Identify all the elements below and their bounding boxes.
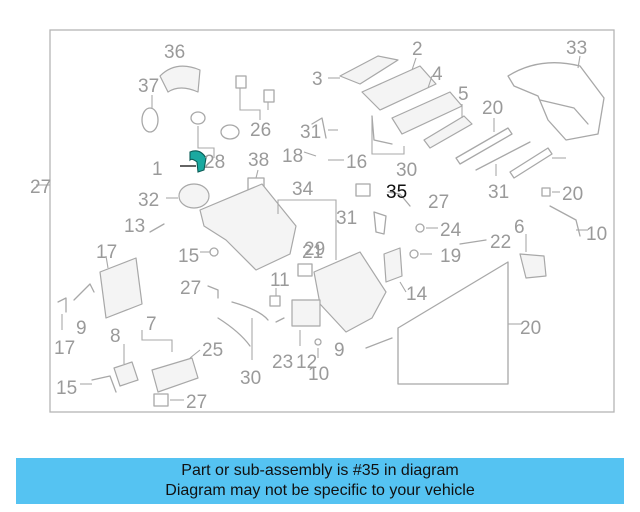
callout-label-10: 10 bbox=[308, 364, 329, 385]
callout-label-5: 5 bbox=[458, 84, 469, 105]
part-31-drawing bbox=[311, 117, 327, 139]
part-27c-drawing bbox=[153, 393, 169, 407]
part-17-drawing bbox=[269, 295, 281, 307]
callout-label-19: 19 bbox=[440, 246, 461, 267]
part-8-drawing bbox=[57, 297, 67, 313]
callout-label-26: 26 bbox=[250, 120, 271, 141]
part-2-drawing bbox=[361, 65, 437, 111]
callout-label-23: 23 bbox=[272, 352, 293, 373]
callout-label-15: 15 bbox=[178, 246, 199, 267]
callout-label-14: 14 bbox=[406, 284, 428, 305]
callout-label-28: 28 bbox=[204, 152, 225, 173]
callout-label-24: 24 bbox=[440, 220, 462, 241]
part-9b-drawing bbox=[291, 299, 321, 327]
callout-label-32: 32 bbox=[138, 190, 159, 211]
part-34-drawing bbox=[178, 183, 210, 209]
part-28b-drawing bbox=[220, 124, 240, 140]
callout-label-36: 36 bbox=[164, 42, 185, 63]
callout-label-10: 10 bbox=[586, 224, 607, 245]
banner-line-2: Diagram may not be specific to your vehi… bbox=[165, 482, 475, 499]
callout-label-17: 17 bbox=[54, 338, 75, 359]
part-27a-drawing bbox=[297, 263, 313, 277]
part-35-highlighted-drawing bbox=[189, 150, 207, 173]
callout-label-27: 27 bbox=[428, 192, 449, 213]
part-3-drawing bbox=[339, 55, 399, 85]
part-27-group-drawing bbox=[397, 261, 509, 385]
callout-label-12: 12 bbox=[296, 352, 317, 373]
callout-label-3: 3 bbox=[312, 69, 323, 90]
part-9a-drawing bbox=[383, 247, 403, 283]
part-20b-drawing bbox=[387, 191, 411, 207]
part-27b-drawing bbox=[355, 183, 371, 197]
part-33-drawing bbox=[507, 62, 605, 141]
part-28a-drawing bbox=[190, 111, 206, 125]
part-23-drawing bbox=[151, 357, 199, 393]
banner-line-1: Part or sub-assembly is #35 in diagram bbox=[181, 462, 459, 479]
callout-label-4: 4 bbox=[432, 64, 443, 85]
callout-label-33: 33 bbox=[566, 38, 587, 59]
part-12-drawing bbox=[217, 317, 251, 347]
callout-label-8: 8 bbox=[110, 326, 121, 347]
callout-label-2: 2 bbox=[412, 39, 423, 60]
callout-label-18: 18 bbox=[282, 146, 303, 167]
callout-label-7: 7 bbox=[146, 314, 157, 335]
part-36-drawing bbox=[159, 65, 201, 93]
callout-label-1: 1 bbox=[152, 159, 163, 180]
callout-label-29: 29 bbox=[304, 239, 325, 260]
callout-label-20: 20 bbox=[562, 184, 583, 205]
callout-label-27: 27 bbox=[30, 177, 51, 198]
callout-label-38: 38 bbox=[248, 150, 269, 171]
part-21a-drawing bbox=[199, 183, 297, 271]
info-banner: Part or sub-assembly is #35 in diagram D… bbox=[16, 458, 624, 504]
part-7-drawing bbox=[73, 283, 95, 301]
part-26a-drawing bbox=[235, 75, 247, 89]
callout-label-31: 31 bbox=[300, 122, 321, 143]
callout-label-9: 9 bbox=[76, 318, 87, 339]
part-24-drawing bbox=[373, 211, 387, 235]
callout-label-9: 9 bbox=[334, 340, 345, 361]
part-6-drawing bbox=[99, 257, 143, 319]
part-32-drawing bbox=[509, 147, 553, 179]
callout-label-34: 34 bbox=[292, 179, 314, 200]
callout-label-27: 27 bbox=[180, 278, 201, 299]
part-14-drawing bbox=[207, 285, 219, 299]
diagram-frame bbox=[49, 29, 615, 413]
callout-label-30: 30 bbox=[240, 368, 261, 389]
part-29-drawing bbox=[314, 338, 322, 346]
part-11-drawing bbox=[549, 205, 581, 237]
part-22-drawing bbox=[519, 253, 547, 279]
callout-label-30: 30 bbox=[396, 160, 417, 181]
callout-label-20: 20 bbox=[482, 98, 503, 119]
part-20c-drawing bbox=[91, 375, 117, 393]
part-26b-drawing bbox=[263, 89, 275, 103]
callout-label-11: 11 bbox=[270, 270, 290, 291]
part-10-drawing bbox=[275, 317, 285, 323]
callout-label-13: 13 bbox=[124, 216, 145, 237]
part-37-drawing bbox=[141, 107, 159, 133]
callout-label-15: 15 bbox=[56, 378, 77, 399]
part-13-drawing bbox=[541, 187, 551, 197]
callout-label-27: 27 bbox=[186, 392, 207, 413]
callout-label-6: 6 bbox=[514, 217, 525, 238]
callout-label-20: 20 bbox=[520, 318, 541, 339]
callout-label-31: 31 bbox=[336, 208, 357, 229]
part-31-left-drawing bbox=[149, 223, 165, 233]
callout-label-17: 17 bbox=[96, 242, 117, 263]
callout-label-35: 35 bbox=[386, 182, 407, 203]
callout-label-22: 22 bbox=[490, 232, 511, 253]
part-25-drawing bbox=[113, 361, 139, 387]
callout-label-31: 31 bbox=[488, 182, 509, 203]
part-5-drawing bbox=[423, 115, 473, 149]
part-20a-drawing bbox=[455, 127, 513, 165]
callout-label-25: 25 bbox=[202, 340, 223, 361]
callout-label-37: 37 bbox=[138, 76, 159, 97]
callout-label-16: 16 bbox=[346, 152, 367, 173]
callout-label-21: 21 bbox=[302, 242, 323, 263]
